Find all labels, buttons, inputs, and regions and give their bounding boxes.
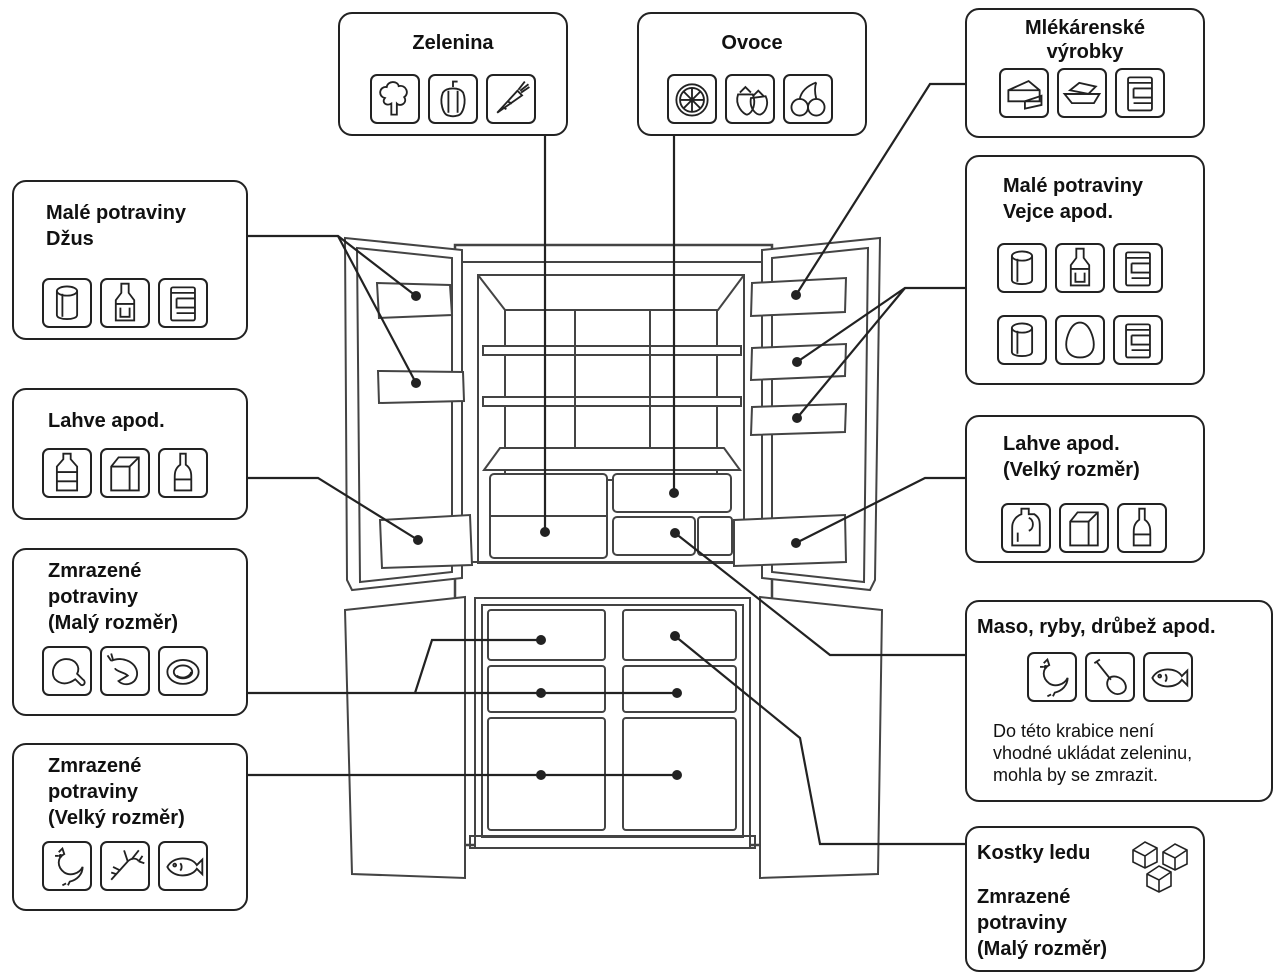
- callout-frozen-large: Zmrazené potraviny (Velký rozměr): [12, 743, 248, 911]
- callout-dairy: Mlékárenské výrobky: [965, 8, 1205, 138]
- callout-title: Maso, ryby, drůbež apod.: [977, 616, 1216, 638]
- milk-carton-icon: [1059, 503, 1109, 553]
- shrimp-icon: [100, 646, 150, 696]
- can-icon: [42, 278, 92, 328]
- carrot-icon: [486, 74, 536, 124]
- milk-carton-icon: [100, 448, 150, 498]
- callout-title: Zmrazené potraviny (Malý rozměr): [48, 560, 179, 634]
- callout-meat-fish: Maso, ryby, drůbež apod. Do této krabice…: [965, 600, 1273, 802]
- callout-title: Mlékárenské výrobky: [1024, 17, 1146, 63]
- can-icon: [997, 243, 1047, 293]
- callout-small-food-eggs: Malé potraviny Vejce apod.: [965, 155, 1205, 385]
- drumstick-icon: [42, 646, 92, 696]
- callout-small-food-juice: Malé potraviny Džus: [12, 180, 248, 340]
- butter-icon: [1057, 68, 1107, 118]
- callout-ice-cubes: Kostky ledu Zmrazené potraviny (Malý roz…: [965, 826, 1205, 972]
- callout-title: Lahve apod. (Velký rozměr): [1003, 433, 1140, 481]
- callout-title: Zelenina: [412, 32, 494, 54]
- sauce-bottle-icon: [100, 278, 150, 328]
- egg-icon: [1055, 315, 1105, 365]
- jar-icon: [1113, 243, 1163, 293]
- water-bottle-icon: [42, 448, 92, 498]
- jar-icon: [1113, 315, 1163, 365]
- callout-title: Lahve apod.: [48, 410, 165, 432]
- callout-bottles: Lahve apod.: [12, 388, 248, 520]
- callout-vegetables: Zelenina: [338, 12, 568, 136]
- wine-bottle-icon: [158, 448, 208, 498]
- fish-icon: [158, 841, 208, 891]
- fish-icon: [1143, 652, 1193, 702]
- cherry-icon: [783, 74, 833, 124]
- callout-frozen-small: Zmrazené potraviny (Malý rozměr): [12, 548, 248, 716]
- callout-title: Malé potraviny Džus: [46, 202, 187, 250]
- callout-bottles-large: Lahve apod. (Velký rozměr): [965, 415, 1205, 563]
- callout-fruit: Ovoce: [637, 12, 867, 136]
- meat-box-note: Do této krabice není vhodné ukládat zele…: [993, 721, 1193, 785]
- callout-subtitle: Zmrazené potraviny (Malý rozměr): [977, 886, 1108, 960]
- cheese-icon: [999, 68, 1049, 118]
- fish-steak-icon: [158, 646, 208, 696]
- callout-title: Zmrazené potraviny (Velký rozměr): [48, 755, 185, 829]
- ice-cubes-icon: [1132, 841, 1188, 893]
- chicken-icon: [42, 841, 92, 891]
- callout-title: Ovoce: [721, 32, 783, 54]
- can-icon: [997, 315, 1047, 365]
- jar-icon: [1115, 68, 1165, 118]
- pepper-icon: [428, 74, 478, 124]
- wine-bottle-icon: [1117, 503, 1167, 553]
- callout-title: Malé potraviny Vejce apod.: [1003, 175, 1144, 223]
- jug-icon: [1001, 503, 1051, 553]
- jar-icon: [158, 278, 208, 328]
- meat-leg-icon: [1085, 652, 1135, 702]
- strawberry-icon: [725, 74, 775, 124]
- broccoli-icon: [370, 74, 420, 124]
- sauce-bottle-icon: [1055, 243, 1105, 293]
- callout-title: Kostky ledu: [977, 842, 1091, 864]
- citrus-slice-icon: [667, 74, 717, 124]
- lobster-icon: [100, 841, 150, 891]
- chicken-icon: [1027, 652, 1077, 702]
